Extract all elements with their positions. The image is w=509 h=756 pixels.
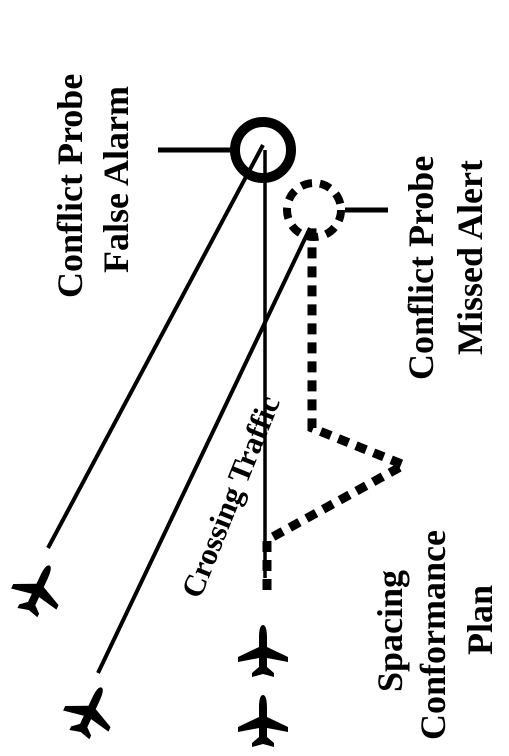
airplane-icon bbox=[238, 625, 288, 677]
false-alarm-label-line2: False Alarm bbox=[96, 86, 136, 273]
spacing-plan-label-line3: Plan bbox=[460, 585, 500, 655]
false-alarm-label: Conflict Probe False Alarm bbox=[50, 74, 136, 298]
spacing-conformance-plan-label: Spacing Conformance Plan bbox=[370, 530, 500, 740]
missed-alert-label-line1: Conflict Probe bbox=[401, 156, 441, 380]
crossing-traffic-track-1 bbox=[46, 144, 265, 549]
missed-alert-label-line2: Missed Alert bbox=[450, 160, 490, 355]
false-alarm-circle bbox=[230, 117, 296, 183]
spacing-plan-label-line1: Spacing bbox=[370, 570, 410, 692]
spacing-conformance-plan-path bbox=[262, 228, 415, 590]
airplane-icon bbox=[4, 554, 73, 624]
spacing-plan-label-line2: Conformance bbox=[413, 530, 453, 740]
missed-alert-circle bbox=[283, 179, 345, 241]
flight-paths bbox=[46, 144, 415, 674]
crossing-traffic-track-2 bbox=[96, 227, 312, 674]
missed-alert-label: Conflict Probe Missed Alert bbox=[401, 156, 490, 380]
airplane-icon bbox=[56, 676, 125, 746]
airplane-icon bbox=[238, 695, 288, 747]
false-alarm-label-line1: Conflict Probe bbox=[50, 74, 90, 298]
